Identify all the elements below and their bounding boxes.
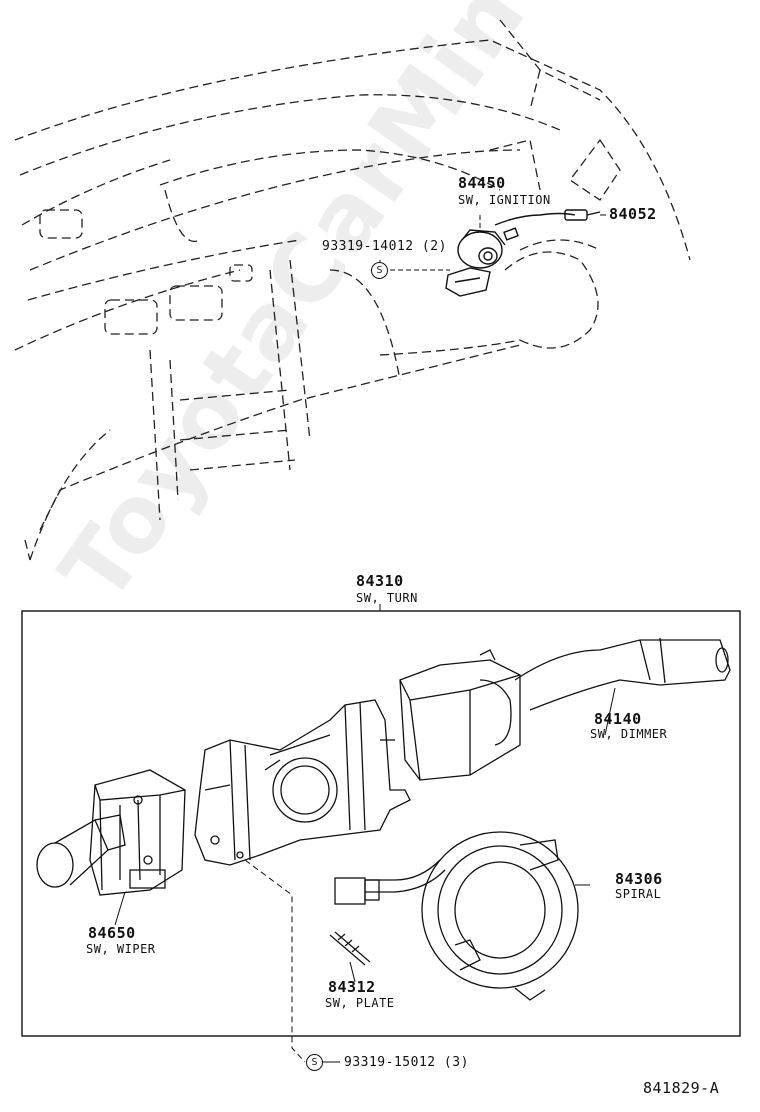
turn-switch-drawing — [194, 699, 411, 866]
part-number-84650[interactable]: 84650 — [88, 924, 136, 942]
part-name-wiper-switch: SW, WIPER — [86, 942, 156, 956]
part-number-84312[interactable]: 84312 — [328, 978, 376, 996]
part-number-93319-14012[interactable]: 93319-14012 (2) — [322, 239, 447, 254]
dimmer-switch-drawing — [399, 637, 731, 781]
part-name-dimmer-switch: SW, DIMMER — [590, 727, 668, 741]
part-name-ignition-switch: SW, IGNITION — [458, 193, 551, 207]
part-name-switch-plate: SW, PLATE — [325, 996, 395, 1010]
part-number-84310[interactable]: 84310 — [356, 572, 404, 590]
turn-switch-group-box — [21, 610, 741, 1037]
part-number-93319-15012[interactable]: 93319-15012 (3) — [344, 1055, 469, 1070]
screw-symbol-icon: S — [306, 1054, 323, 1071]
part-number-84306[interactable]: 84306 — [615, 870, 663, 888]
screw-symbol-icon: S — [371, 262, 388, 279]
switch-plate-drawing — [329, 931, 371, 966]
part-number-84450[interactable]: 84450 — [458, 174, 506, 192]
part-number-84052[interactable]: 84052 — [609, 205, 657, 223]
ignition-switch — [445, 209, 601, 297]
figure-id: 841829-A — [643, 1079, 720, 1097]
dashboard-outline — [14, 19, 691, 561]
part-name-spiral: SPIRAL — [615, 887, 662, 901]
part-name-turn-switch: SW, TURN — [356, 591, 418, 605]
part-number-84140[interactable]: 84140 — [594, 710, 642, 728]
wiper-switch-drawing — [36, 769, 186, 896]
spiral-cable-drawing — [334, 831, 579, 1001]
